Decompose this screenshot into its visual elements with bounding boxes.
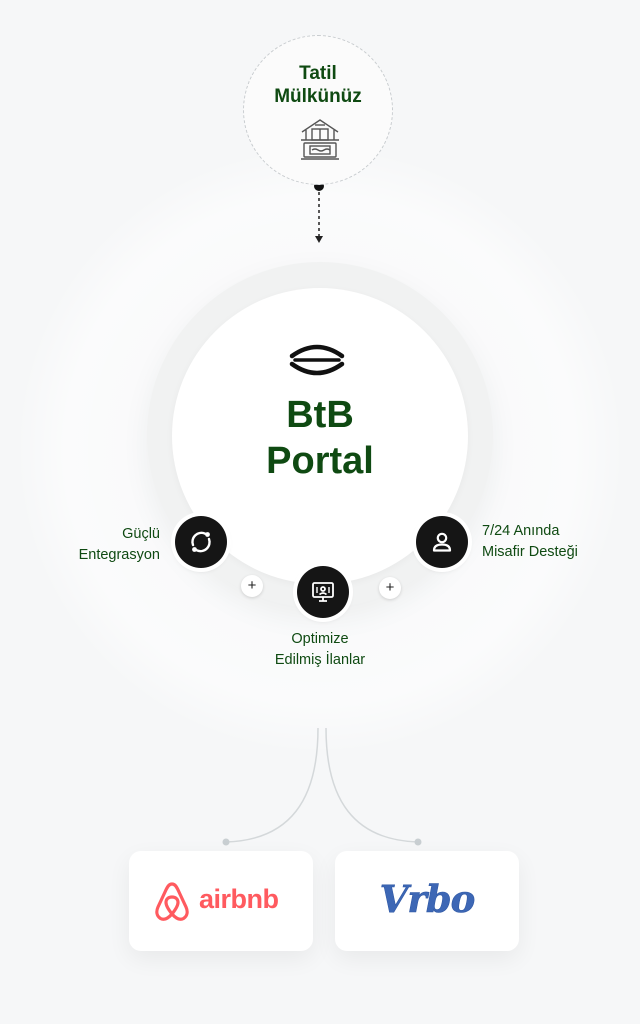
plus-connector-left: + (241, 575, 263, 597)
feature-listings-node (297, 566, 349, 618)
feature-support-label: 7/24 Anında Misafir Desteği (482, 521, 622, 563)
feature-listings-label: Optimize Edilmiş İlanlar (240, 629, 400, 671)
airbnb-connector-dot (222, 838, 230, 846)
feature-integration-label-line-2: Entegrasyon (78, 547, 160, 563)
vrbo-wordmark: Vrbo (379, 877, 475, 922)
listing-monitor-icon (312, 582, 334, 602)
feature-support-label-line-2: Misafir Desteği (482, 544, 578, 560)
feature-integration-node (175, 516, 227, 568)
curve-to-airbnb (225, 727, 319, 843)
plus-connector-right: + (379, 577, 401, 599)
villa-pool-icon (301, 119, 339, 160)
feature-support-label-line-1: 7/24 Anında (482, 523, 560, 539)
portal-title-line-2: Portal (266, 440, 374, 482)
source-node: Tatil Mülkünüz (243, 35, 393, 185)
platform-card-vrbo: Vrbo (335, 851, 519, 951)
portal-title-line-1: BtB (286, 394, 354, 436)
feature-integration-label: Güçlü Entegrasyon (60, 524, 160, 566)
sync-icon (191, 531, 211, 553)
user-support-icon (432, 532, 452, 552)
source-connector-arrow (315, 236, 323, 243)
airbnb-wordmark: airbnb (199, 884, 279, 914)
source-title-line-2: Mülkünüz (274, 86, 362, 107)
airbnb-logo-icon (155, 882, 189, 921)
vrbo-connector-dot (414, 838, 422, 846)
source-title-line-1: Tatil (299, 63, 337, 84)
platform-card-airbnb: airbnb (129, 851, 313, 951)
feature-integration-label-line-1: Güçlü (122, 526, 160, 542)
source-title: Tatil Mülkünüz (244, 62, 392, 108)
feature-support-node (416, 516, 468, 568)
btb-logo-icon (289, 344, 345, 376)
feature-listings-label-line-2: Edilmiş İlanlar (274, 652, 366, 668)
curve-to-vrbo (325, 727, 419, 843)
feature-listings-label-line-1: Optimize (291, 631, 349, 647)
portal-title: BtB Portal (172, 392, 468, 484)
